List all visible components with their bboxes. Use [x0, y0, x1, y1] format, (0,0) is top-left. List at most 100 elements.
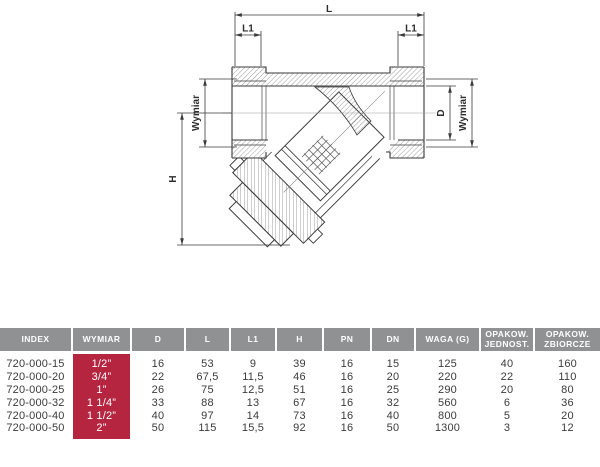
mesh-symbol [301, 135, 341, 175]
table-row: 720-000-20 3/4” 22 67,5 11,5 46 16 20 220 22 110 [0, 371, 600, 384]
cell-wymiar: 1” [96, 383, 107, 396]
dim-label-D: D [436, 109, 447, 116]
cell-d: 40 [151, 409, 165, 422]
cell-h: 92 [293, 422, 306, 435]
cell-opak_jednost: 40 [500, 358, 514, 371]
cell-d: 26 [151, 383, 165, 396]
cell-d: 50 [151, 422, 165, 435]
cell-h: 46 [293, 371, 306, 384]
cell-dn: 15 [386, 358, 400, 371]
cell-d: 33 [151, 396, 165, 409]
cell-wymiar: 1 1/4” [86, 396, 117, 409]
cell-index: 720-000-50 [6, 422, 65, 435]
cell-wymiar: 1 1/2” [86, 409, 117, 422]
column-header-dn: DN [372, 328, 414, 351]
cell-d: 16 [151, 358, 165, 371]
clip-tab-lower [307, 228, 324, 244]
cell-index: 720-000-32 [6, 396, 65, 409]
dimensions [177, 12, 478, 246]
column-header-wymiar: WYMIAR [73, 328, 130, 351]
cell-opak_zbiorcze: 160 [558, 358, 577, 371]
cell-l: 67,5 [196, 371, 219, 384]
dim-label-wymiar-left: Wymiar [191, 95, 202, 131]
cell-pn: 16 [340, 383, 354, 396]
cell-h: 67 [293, 396, 306, 409]
cell-opak_jednost: 20 [500, 383, 514, 396]
cell-h: 73 [293, 409, 306, 422]
table-row: 720-000-40 1 1/2” 40 97 14 73 16 40 800 5 20 [0, 409, 600, 422]
cell-opak_jednost: 5 [503, 409, 511, 422]
column-header-opak_zbiorcze: OPAKOW. ZBIORCZE [535, 328, 600, 351]
column-header-waga: WAGA (G) [416, 328, 479, 351]
cell-h: 51 [293, 383, 306, 396]
dim-label-L1-left: L1 [242, 24, 254, 35]
cell-opak_zbiorcze: 12 [561, 422, 574, 435]
cell-l1: 11,5 [242, 371, 264, 384]
cell-dn: 25 [386, 383, 400, 396]
cell-waga: 125 [438, 358, 457, 371]
cell-waga: 560 [438, 396, 457, 409]
cell-opak_zbiorcze: 110 [558, 371, 577, 384]
cell-pn: 16 [340, 422, 354, 435]
cap-tip [228, 200, 276, 248]
cell-dn: 32 [386, 396, 400, 409]
cell-d: 22 [151, 371, 165, 384]
dim-label-H: H [168, 175, 179, 182]
cell-pn: 16 [340, 409, 354, 422]
cell-l1: 15,5 [241, 422, 265, 435]
column-header-pn: PN [324, 328, 370, 351]
cell-l: 115 [198, 422, 217, 435]
cell-opak_zbiorcze: 36 [561, 396, 574, 409]
cell-opak_jednost: 6 [503, 396, 511, 409]
table-row: 720-000-50 2” 50 115 15,5 92 16 50 1300 3 12 [0, 422, 600, 435]
cell-wymiar: 3/4” [91, 371, 112, 384]
junction-saddle [313, 86, 372, 136]
column-header-h: H [277, 328, 322, 351]
column-header-l1: L1 [231, 328, 275, 351]
cell-opak_zbiorcze: 80 [561, 383, 574, 396]
cell-opak_zbiorcze: 20 [561, 409, 574, 422]
cell-pn: 16 [340, 396, 354, 409]
column-header-d: D [132, 328, 184, 351]
dim-label-L1-right: L1 [405, 24, 417, 35]
cell-l: 53 [201, 358, 214, 371]
cell-waga: 290 [438, 383, 457, 396]
cell-wymiar: 1/2” [91, 358, 112, 371]
cell-pn: 16 [340, 358, 354, 371]
cell-l1: 14 [246, 409, 260, 422]
technical-drawing: L L1 L1 Wymiar H D Wymiar [168, 4, 478, 248]
cell-index: 720-000-20 [6, 371, 65, 384]
cell-pn: 16 [340, 371, 354, 384]
cell-l1: 12,5 [241, 383, 265, 396]
cell-index: 720-000-40 [6, 409, 65, 422]
cell-dn: 50 [386, 422, 400, 435]
cell-waga: 220 [438, 371, 457, 384]
column-header-index: INDEX [0, 328, 71, 351]
cell-wymiar: 2” [96, 422, 107, 435]
column-header-l: L [186, 328, 229, 351]
cell-dn: 40 [386, 409, 400, 422]
cell-l: 75 [201, 383, 214, 396]
cell-dn: 20 [386, 371, 400, 384]
cell-l1: 13 [246, 396, 260, 409]
cell-index: 720-000-15 [6, 358, 65, 371]
column-header-opak_jednost: OPAKOW. JEDNOST. [481, 328, 533, 351]
dim-label-L: L [326, 4, 332, 15]
clip-tab-upper [229, 155, 245, 172]
wymiar-column-highlight [73, 354, 130, 439]
cell-l: 97 [201, 409, 214, 422]
cell-l1: 9 [249, 358, 257, 371]
cell-index: 720-000-25 [6, 383, 65, 396]
cell-opak_jednost: 22 [500, 371, 514, 384]
cell-opak_jednost: 3 [503, 422, 511, 435]
cell-waga: 1300 [434, 422, 461, 435]
dim-label-wymiar-right: Wymiar [458, 95, 469, 131]
cell-waga: 800 [438, 409, 457, 422]
table-row: 720-000-25 1” 26 75 12,5 51 16 25 290 20 80 [0, 384, 600, 397]
